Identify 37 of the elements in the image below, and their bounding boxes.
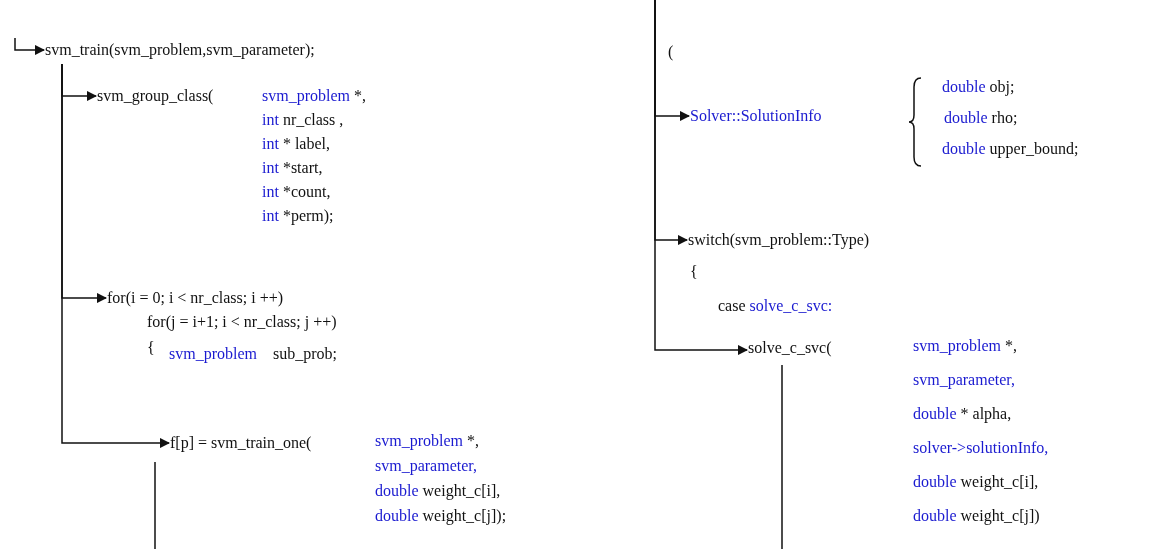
arrow bbox=[14, 37, 46, 56]
function-call-text: solve_c_svc( bbox=[748, 338, 832, 358]
function-call-text: f[p] = svm_train_one( bbox=[170, 433, 312, 453]
parameter-text: svm_problem *, bbox=[913, 336, 1017, 356]
parameter-text: svm_problem *, bbox=[375, 431, 479, 451]
parameter-text: double weight_c[j]); bbox=[375, 506, 507, 526]
parameter-text: int *count, bbox=[262, 182, 331, 202]
function-call-text: switch(svm_problem::Type) bbox=[688, 230, 870, 250]
parameter-text: svm_parameter, bbox=[375, 456, 477, 476]
parameter-text: int nr_class , bbox=[262, 110, 344, 130]
parameter-text: solver->solutionInfo, bbox=[913, 438, 1049, 458]
bracket-text: { bbox=[690, 262, 698, 282]
arrow bbox=[654, 0, 749, 356]
bracket-text: ( bbox=[668, 42, 674, 62]
parameter-text: { bbox=[147, 338, 155, 358]
parameter-text: double rho; bbox=[944, 108, 1018, 128]
function-call-text: svm_train(svm_problem,svm_parameter); bbox=[45, 40, 315, 60]
code-text: case solve_c_svc: bbox=[718, 296, 833, 316]
parameter-text: svm_problem sub_prob; bbox=[169, 344, 337, 364]
parameter-text: double obj; bbox=[942, 77, 1015, 97]
connector-line bbox=[781, 364, 783, 549]
parameter-text: int *perm); bbox=[262, 206, 334, 226]
parameter-text: for(j = i+1; i < nr_class; j ++) bbox=[147, 312, 337, 332]
parameter-text: svm_parameter, bbox=[913, 370, 1015, 390]
function-call-text: for(i = 0; i < nr_class; i ++) bbox=[107, 288, 284, 308]
parameter-text: double upper_bound; bbox=[942, 139, 1079, 159]
parameter-text: double * alpha, bbox=[913, 404, 1012, 424]
parameter-text: double weight_c[i], bbox=[375, 481, 501, 501]
function-call-text: svm_group_class( bbox=[97, 86, 214, 106]
function-call-text: Solver::SolutionInfo bbox=[690, 106, 822, 126]
parameter-text: int *start, bbox=[262, 158, 323, 178]
parameter-text: double weight_c[i], bbox=[913, 472, 1039, 492]
parameter-text: double weight_c[j]) bbox=[913, 506, 1040, 526]
parameter-text: int * label, bbox=[262, 134, 330, 154]
parameter-text: svm_problem *, bbox=[262, 86, 366, 106]
connector-line bbox=[154, 461, 156, 549]
arrow bbox=[61, 63, 171, 449]
